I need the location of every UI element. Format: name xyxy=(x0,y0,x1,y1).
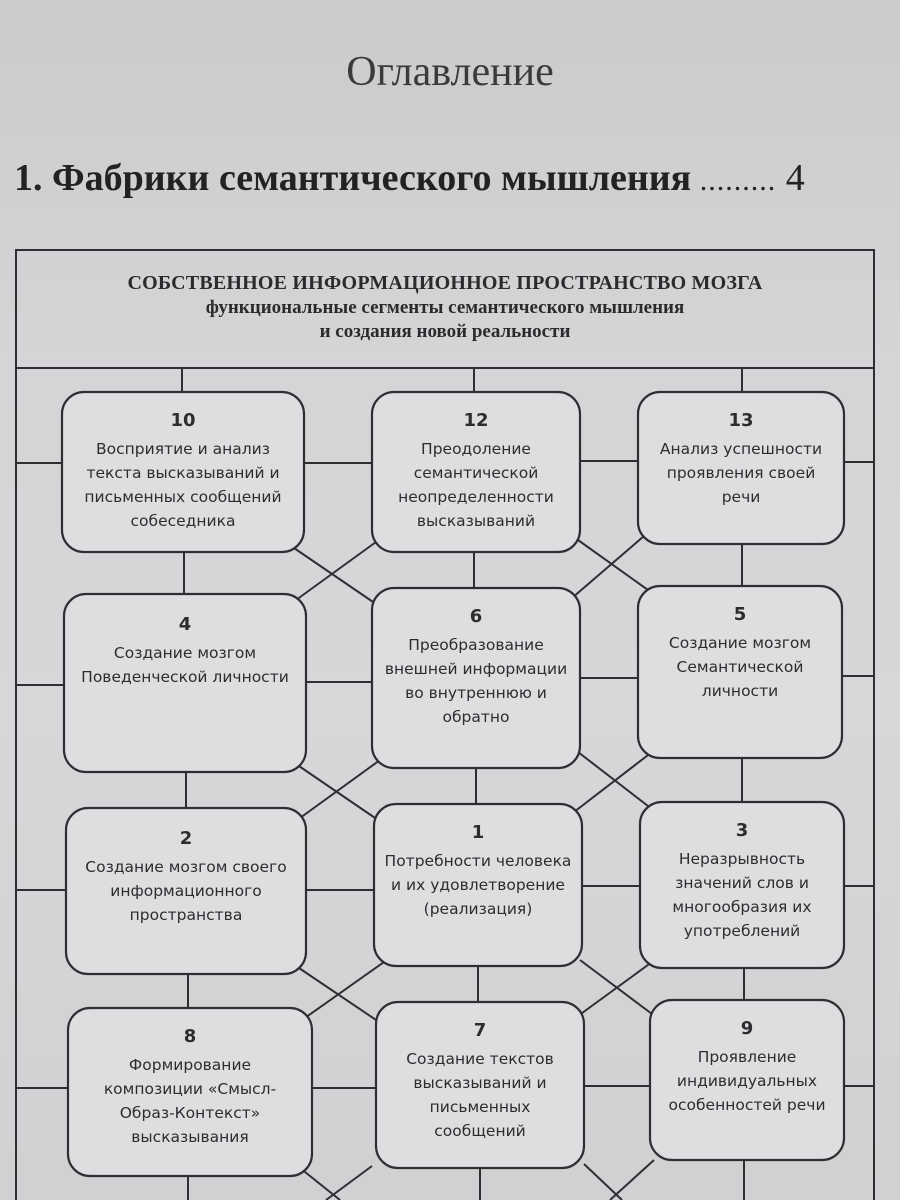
node-number: 10 xyxy=(170,410,196,431)
node-number: 13 xyxy=(728,410,754,431)
node-text: Создание мозгом своего информационного п… xyxy=(85,858,287,924)
node-2[interactable]: 2 Создание мозгом своего информационного… xyxy=(66,828,306,927)
node-text: Создание текстов высказываний и письменн… xyxy=(406,1050,554,1140)
node-8[interactable]: 8 Формирование композиции «Смысл-Образ-К… xyxy=(68,1026,312,1149)
node-box-13 xyxy=(636,390,846,546)
node-number: 3 xyxy=(735,820,749,841)
connector xyxy=(325,1165,373,1200)
diagram-header-title: СОБСТВЕННОЕ ИНФОРМАЦИОННОЕ ПРОСТРАНСТВО … xyxy=(127,272,763,294)
node-10[interactable]: 10 Восприятие и анализ текста высказыван… xyxy=(62,410,304,533)
node-box-10 xyxy=(60,390,306,554)
chapter-page-number: 4 xyxy=(776,157,805,199)
node-box-8 xyxy=(66,1006,314,1178)
node-box-12 xyxy=(370,390,582,554)
node-number: 12 xyxy=(463,410,489,431)
node-box-5 xyxy=(636,584,844,760)
node-text: Анализ успешности проявления своей речи xyxy=(659,440,823,506)
connector xyxy=(299,759,381,819)
node-3[interactable]: 3 Неразрывность значений слов и многообр… xyxy=(640,820,844,943)
node-number: 6 xyxy=(469,606,483,627)
diagram-header: СОБСТВЕННОЕ ИНФОРМАЦИОННОЕ ПРОСТРАНСТВО … xyxy=(16,250,874,368)
diagram-header-subtitle-1: функциональные сегменты семантического м… xyxy=(205,297,685,318)
node-text: Восприятие и анализ текста высказываний … xyxy=(84,440,282,530)
connector xyxy=(577,539,649,591)
node-7[interactable]: 7 Создание текстов высказываний и письме… xyxy=(376,1020,584,1143)
node-box-6 xyxy=(370,586,582,770)
connector xyxy=(609,1159,655,1200)
node-text: Неразрывность значений слов и многообраз… xyxy=(672,850,812,940)
connector xyxy=(295,541,377,601)
node-number: 2 xyxy=(179,828,193,849)
node-box-4 xyxy=(62,592,308,774)
node-text: Создание мозгом Семантической личности xyxy=(668,634,812,700)
node-text: Преобразование внешней информации во вну… xyxy=(384,636,568,726)
chapter-leader-dots: ......... xyxy=(691,164,777,197)
connector xyxy=(301,961,385,1021)
node-12[interactable]: 12 Преодоление семантической неопределен… xyxy=(372,410,580,533)
page-heading: Оглавление xyxy=(346,49,554,95)
chapter-entry[interactable]: 1. Фабрики семантического мышления .....… xyxy=(14,156,884,200)
node-number: 5 xyxy=(733,604,747,625)
connector xyxy=(573,751,653,813)
node-4[interactable]: 4 Создание мозгом Поведенческой личности xyxy=(64,614,306,689)
node-box-7 xyxy=(374,1000,586,1170)
connector xyxy=(577,961,653,1017)
node-number: 7 xyxy=(473,1020,487,1041)
node-number: 4 xyxy=(178,614,192,635)
outer-frame xyxy=(15,249,875,1200)
node-5[interactable]: 5 Создание мозгом Семантической личности xyxy=(638,604,842,703)
node-text: Создание мозгом Поведенческой личности xyxy=(81,644,289,686)
connector xyxy=(571,535,645,599)
node-number: 1 xyxy=(471,822,485,843)
diagram-header-subtitle-2: и создания новой реальности xyxy=(319,321,571,342)
connector xyxy=(577,751,649,807)
node-number: 9 xyxy=(740,1018,754,1039)
node-box-2 xyxy=(64,806,308,976)
node-text: Потребности человека и их удовлетворение… xyxy=(384,852,572,918)
node-text: Формирование композиции «Смысл-Образ-Кон… xyxy=(103,1056,277,1146)
node-box-9 xyxy=(648,998,846,1162)
connector xyxy=(579,959,653,1015)
connector xyxy=(293,547,377,605)
node-number: 8 xyxy=(183,1026,197,1047)
node-9[interactable]: 9 Проявление индивидуальных особенностей… xyxy=(650,1018,844,1117)
node-box-3 xyxy=(638,800,846,970)
node-1[interactable]: 1 Потребности человека и их удовлетворен… xyxy=(374,822,582,921)
chapter-title: 1. Фабрики семантического мышления xyxy=(14,157,692,199)
node-6[interactable]: 6 Преобразование внешней информации во в… xyxy=(372,606,580,729)
node-13[interactable]: 13 Анализ успешности проявления своей ре… xyxy=(638,410,844,509)
node-text: Преодоление семантической неопределеннос… xyxy=(398,440,554,530)
node-text: Проявление индивидуальных особенностей р… xyxy=(668,1048,826,1114)
node-box-1 xyxy=(372,802,584,968)
